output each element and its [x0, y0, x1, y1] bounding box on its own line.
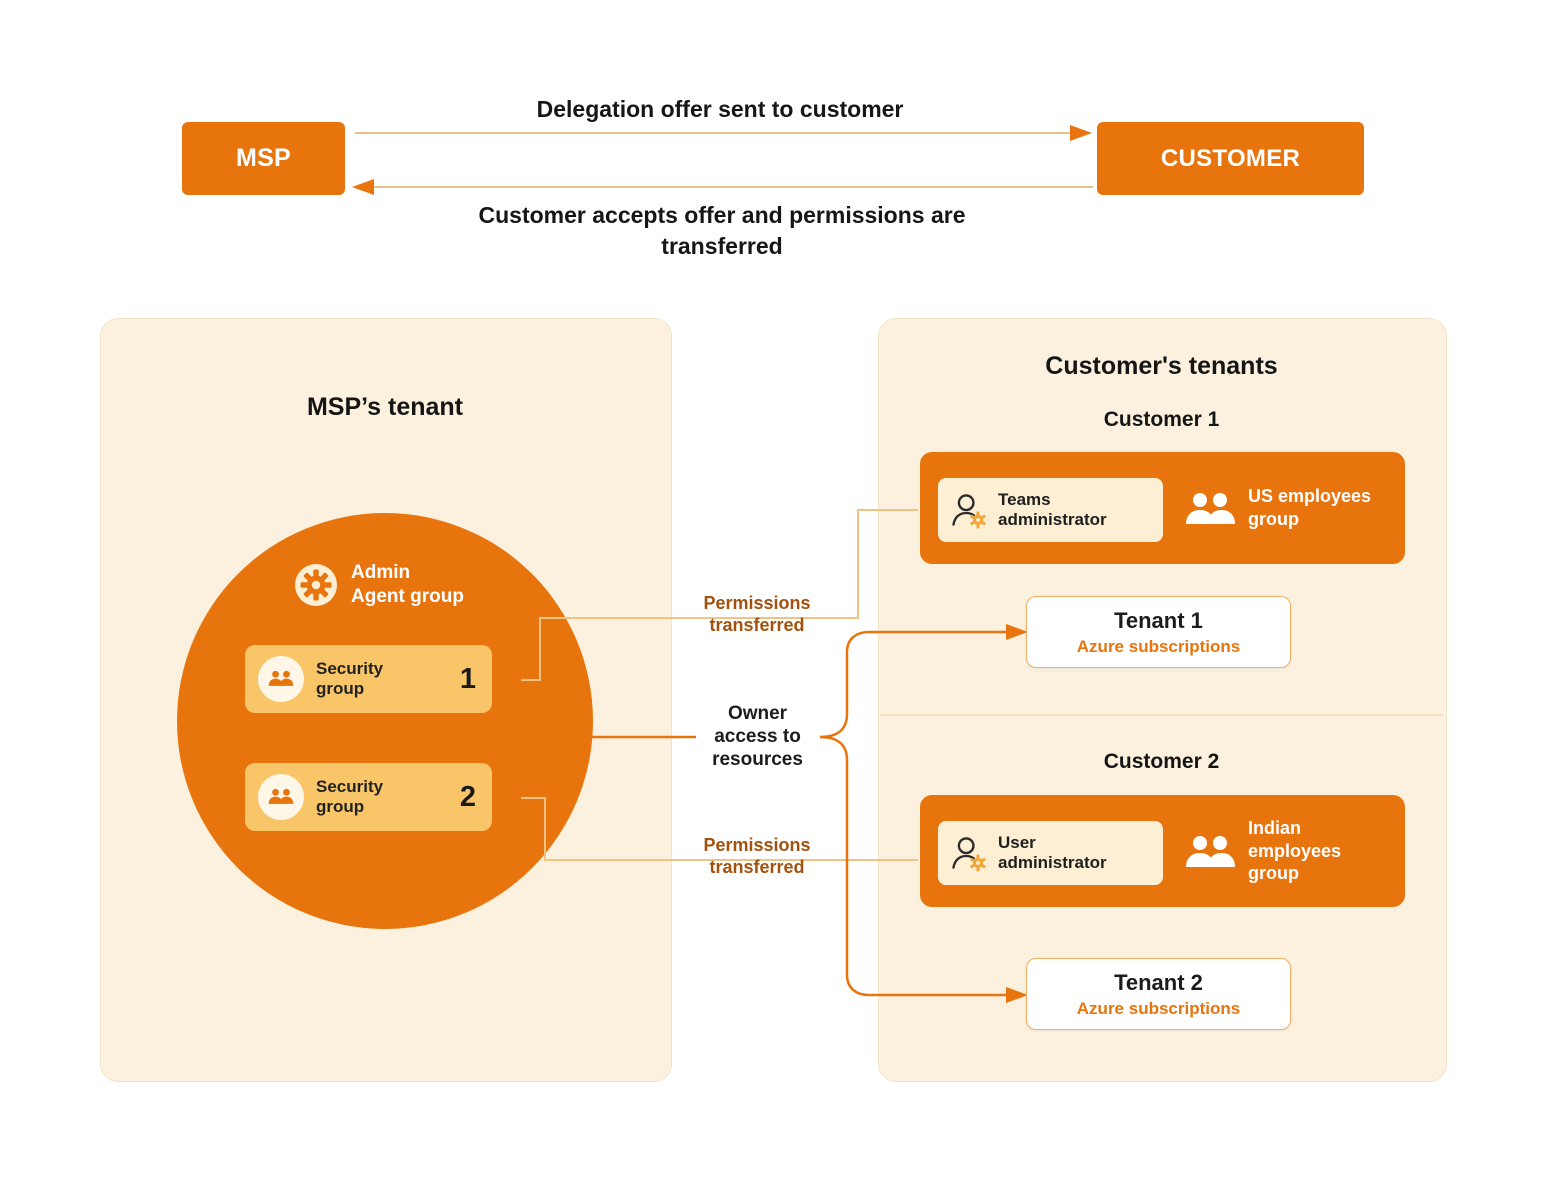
customer-1-administrator-label: Teams administrator: [998, 489, 1107, 529]
security-group-1-label: Security group: [316, 658, 384, 698]
gear-icon: [295, 563, 337, 606]
msp-tenant-title: MSP’s tenant: [306, 393, 464, 421]
customer-1-heading: Customer 1: [1103, 408, 1220, 431]
security-group-1: Security group 1: [245, 645, 492, 713]
accept-arrowhead-icon: [352, 179, 374, 195]
customer-2-heading: Customer 2: [1103, 750, 1220, 773]
tenant-2-box: Tenant 2 Azure subscriptions: [1026, 958, 1291, 1030]
customer-1-admin-chip: Teams administrator: [938, 478, 1163, 542]
permissions-transferred-bottom-label: Permissions transferred: [703, 835, 811, 877]
admin-agent-group: Admin Agent group: [294, 561, 504, 609]
owner-access-label: Owner access to resources: [712, 703, 803, 771]
offer-arrowhead-icon: [1070, 125, 1092, 141]
customer-tenants-title: Customer's tenants: [1045, 352, 1278, 380]
msp-node: MSP: [182, 122, 345, 195]
admin-agent-group-label: Admin Agent group: [351, 562, 464, 607]
customer-1-group-box: Teams administrator US employees group: [920, 452, 1405, 564]
offer-arrow-label: Delegation offer sent to customer: [536, 96, 904, 122]
accept-arrow-label: Customer accepts offer and permissions a…: [478, 202, 966, 260]
security-group-2-number: 2: [459, 780, 476, 813]
security-group-1-number: 1: [459, 662, 476, 695]
security-group-2-label: Security group: [316, 776, 384, 816]
people-group-icon: [268, 788, 294, 804]
tenant-1-box: Tenant 1 Azure subscriptions: [1026, 596, 1291, 668]
employees-group-icon: [1186, 836, 1235, 867]
customer-2-group-box: User administrator Indian employees grou…: [920, 795, 1405, 907]
customer-node: CUSTOMER: [1097, 122, 1364, 195]
admin-person-gear-icon: [952, 494, 986, 529]
customer-2-employee-group-label: Indian employees group: [1248, 818, 1342, 883]
tenant-1-subscriptions: Azure subscriptions: [1076, 636, 1241, 656]
tenant-2-name: Tenant 2: [1114, 969, 1203, 995]
tenant-2-subscriptions: Azure subscriptions: [1076, 998, 1241, 1018]
tenant-1-name: Tenant 1: [1114, 607, 1203, 633]
customer-1-employee-group-label: US employees group: [1248, 486, 1372, 529]
customer-2-administrator-label: User administrator: [998, 832, 1107, 872]
security-group-2: Security group 2: [245, 763, 492, 831]
admin-person-gear-icon: [952, 837, 986, 872]
employees-group-icon: [1186, 493, 1235, 524]
customer-2-admin-chip: User administrator: [938, 821, 1163, 885]
people-group-icon: [268, 670, 294, 686]
permissions-transferred-top-label: Permissions transferred: [703, 593, 811, 635]
